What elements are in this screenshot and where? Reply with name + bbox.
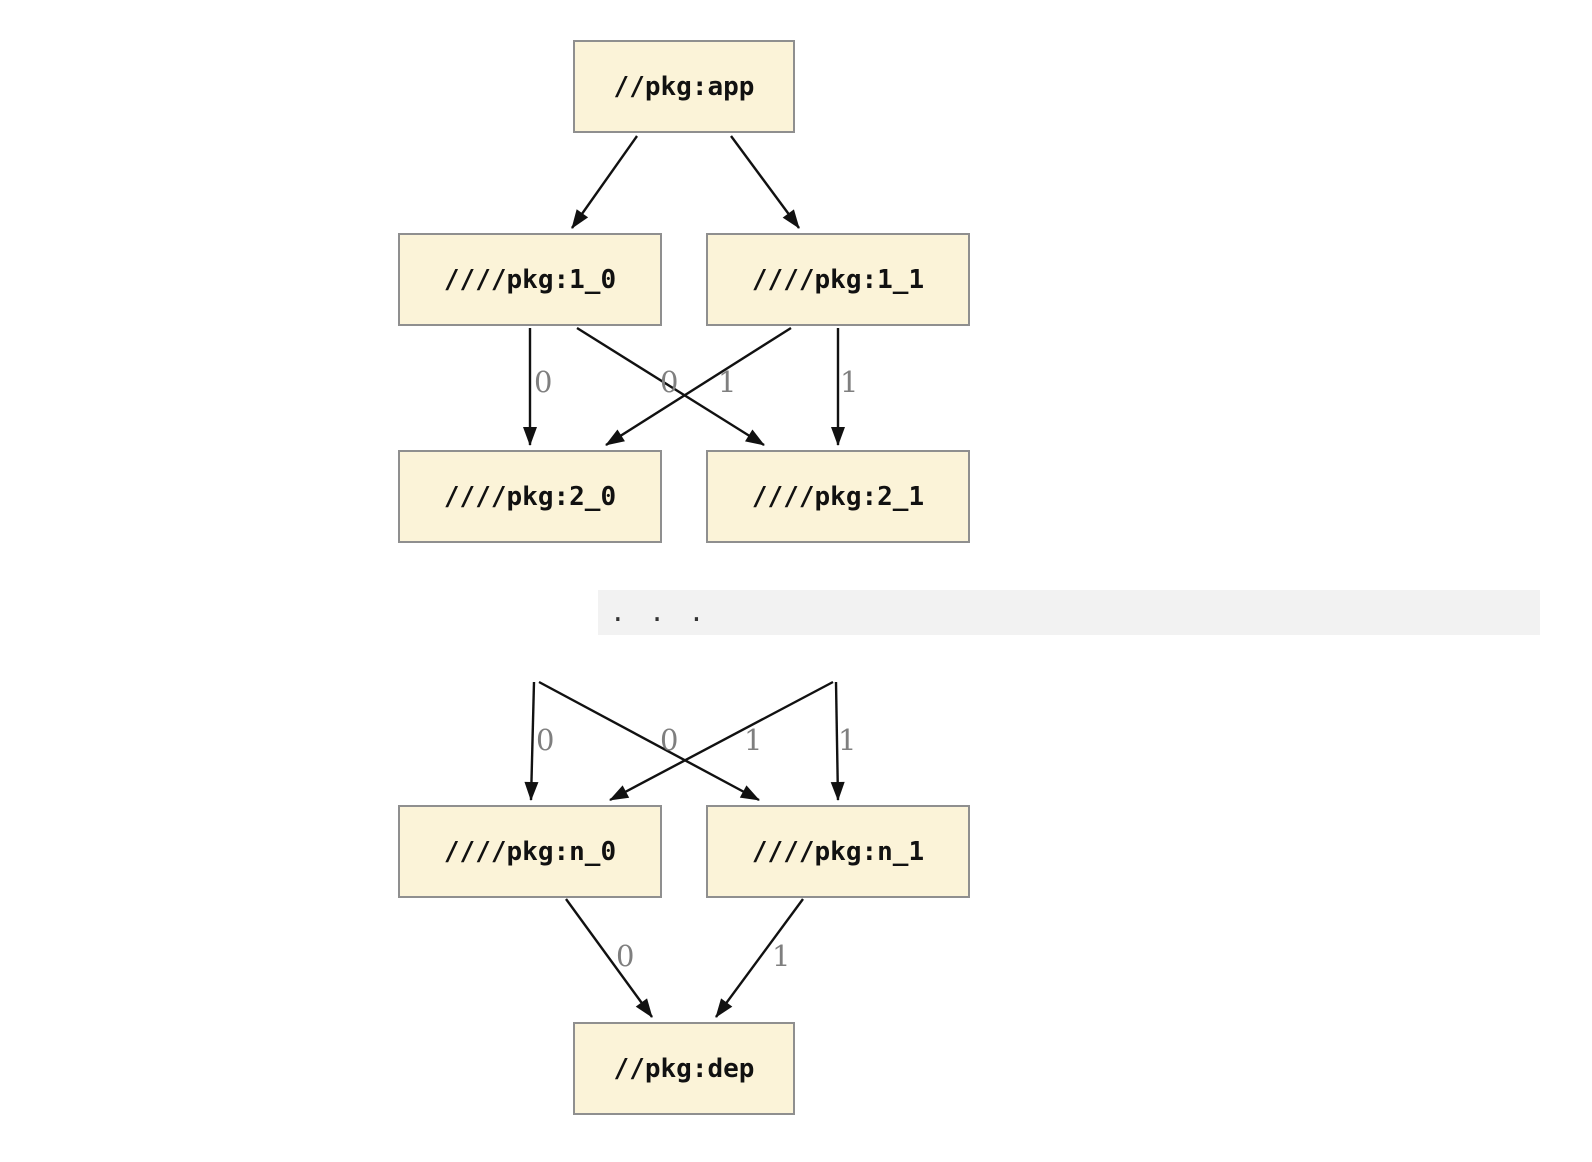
node-pkg-1_1: ////pkg:1_1 bbox=[706, 233, 970, 326]
edge-elided-to-n_1-cross bbox=[538, 680, 760, 802]
node-pkg-2_1: ////pkg:2_1 bbox=[706, 450, 970, 543]
node-pkg-1_0: ////pkg:1_0 bbox=[398, 233, 662, 326]
edge-label-n_0-dep: 0 bbox=[616, 939, 635, 973]
node-label: ////pkg:n_0 bbox=[443, 836, 617, 867]
edge-elided-to-n_0-cross bbox=[609, 680, 834, 802]
node-label: ////pkg:2_0 bbox=[443, 481, 617, 512]
edge-label-elided-n_0-b: 0 bbox=[660, 723, 679, 757]
node-pkg-n_0: ////pkg:n_0 bbox=[398, 805, 662, 898]
edge-app-to-1_0 bbox=[571, 135, 638, 229]
node-label: //pkg:dep bbox=[613, 1053, 755, 1084]
edge-label-elided-n_0-a: 0 bbox=[536, 723, 555, 757]
edge-1_1-to-2_0 bbox=[605, 326, 792, 447]
node-label: //pkg:app bbox=[613, 71, 755, 102]
node-label: ////pkg:n_1 bbox=[751, 836, 925, 867]
edge-n_0-to-dep bbox=[565, 898, 653, 1018]
node-pkg-dep: //pkg:dep bbox=[573, 1022, 795, 1115]
edge-label-1_1-2_0: 0 bbox=[660, 365, 679, 399]
edge-label-n_1-dep: 1 bbox=[772, 939, 791, 973]
edge-label-elided-n_1-b: 1 bbox=[838, 723, 857, 757]
ellipsis-text: . . . bbox=[610, 597, 709, 628]
edge-app-to-1_1 bbox=[730, 135, 800, 229]
node-label: ////pkg:1_1 bbox=[751, 264, 925, 295]
collapsed-layers-band: . . . bbox=[598, 590, 1540, 635]
edge-label-elided-n_1-a: 1 bbox=[744, 723, 763, 757]
edge-label-1_0-2_0: 0 bbox=[534, 365, 553, 399]
node-label: ////pkg:2_1 bbox=[751, 481, 925, 512]
node-pkg-n_1: ////pkg:n_1 bbox=[706, 805, 970, 898]
node-label: ////pkg:1_0 bbox=[443, 264, 617, 295]
edge-elided-to-n_0-straight bbox=[524, 681, 539, 801]
edge-label-1_0-2_1: 1 bbox=[718, 365, 737, 399]
node-pkg-app: //pkg:app bbox=[573, 40, 795, 133]
edge-label-1_1-2_1: 1 bbox=[840, 365, 859, 399]
node-pkg-2_0: ////pkg:2_0 bbox=[398, 450, 662, 543]
